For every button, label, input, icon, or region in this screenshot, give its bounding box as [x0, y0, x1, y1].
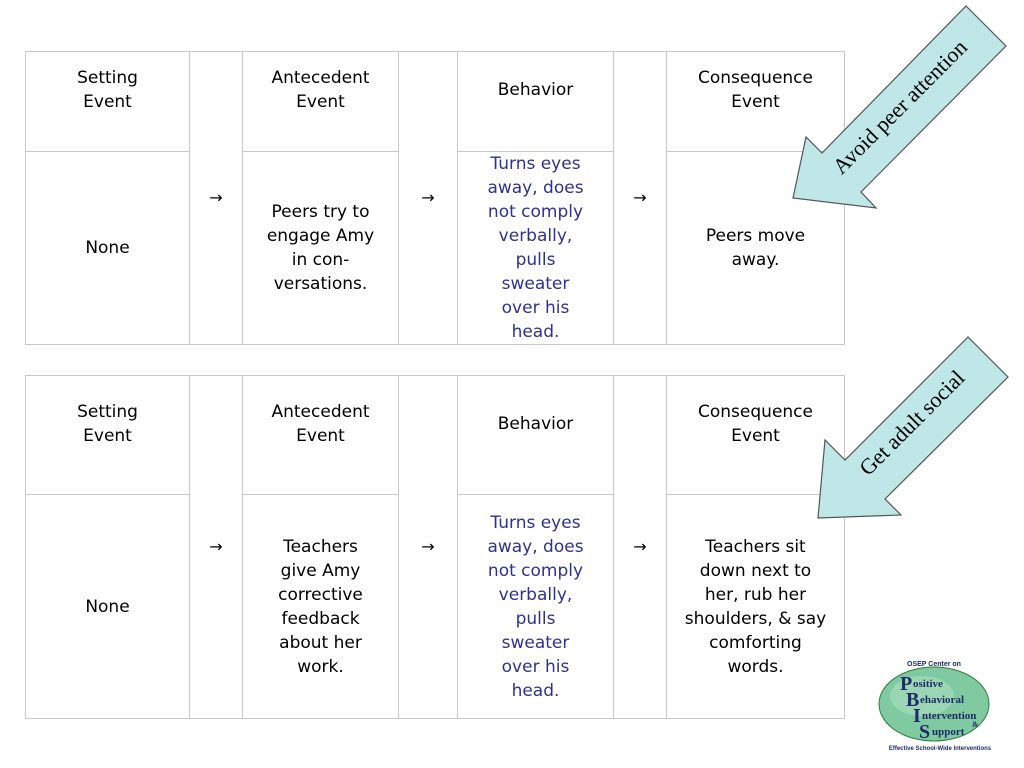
pbis-logo: OSEP Center on P ositive B ehavioral I n…	[878, 661, 992, 752]
setting-event-header: Setting Event	[25, 51, 190, 152]
callout-text-1: Avoid peer attention	[828, 34, 972, 178]
right-arrow-icon: →	[209, 537, 223, 556]
logo-ampersand: &	[972, 720, 979, 729]
callout-arrow-1	[792, 5, 1007, 209]
behavior-header: Behavior	[457, 51, 614, 152]
antecedent-event-value: Teachers give Amy corrective feedback ab…	[242, 494, 399, 719]
arrow-cell: →	[189, 51, 243, 345]
antecedent-event-header: Antecedent Event	[242, 375, 399, 495]
consequence-event-value: Teachers sit down next to her, rub her s…	[666, 494, 845, 719]
right-arrow-icon: →	[633, 537, 647, 556]
arrow-cell: →	[613, 51, 667, 345]
setting-event-header: Setting Event	[25, 375, 190, 495]
function-callout-1: Avoid peer attention	[792, 5, 1007, 209]
behavior-header: Behavior	[457, 375, 614, 495]
logo-letter-p: P	[900, 673, 912, 695]
abc-table-1: Setting Event → Antecedent Event → Behav…	[25, 51, 845, 345]
logo-letter-s: S	[919, 721, 930, 743]
logo-word-intervention: ntervention	[922, 710, 976, 722]
antecedent-event-header: Antecedent Event	[242, 51, 399, 152]
logo-bottom-text: Effective School-Wide Interventions	[889, 746, 992, 752]
consequence-event-header: Consequence Event	[666, 375, 845, 495]
function-callout-2: Get adult social	[817, 336, 1009, 519]
logo-letter-b: B	[906, 689, 919, 711]
logo-top-text: OSEP Center on	[907, 661, 961, 668]
setting-event-value: None	[25, 151, 190, 345]
logo-letter-i: I	[913, 705, 921, 727]
behavior-value: Turns eyes away, does not comply verball…	[457, 151, 614, 345]
logo-word-behavioral: ehavioral	[920, 694, 964, 706]
callout-arrow-2	[817, 336, 1009, 519]
consequence-event-header: Consequence Event	[666, 51, 845, 152]
logo-word-support: upport	[932, 726, 965, 738]
right-arrow-icon: →	[633, 188, 647, 207]
arrow-cell: →	[613, 375, 667, 719]
right-arrow-icon: →	[421, 537, 435, 556]
arrow-cell: →	[398, 51, 458, 345]
setting-event-value: None	[25, 494, 190, 719]
antecedent-event-value: Peers try to engage Amy in con-versation…	[242, 151, 399, 345]
right-arrow-icon: →	[421, 188, 435, 207]
logo-word-positive: ositive	[913, 678, 943, 690]
abc-table-2: Setting Event → Antecedent Event → Behav…	[25, 375, 845, 719]
behavior-value: Turns eyes away, does not comply verball…	[457, 494, 614, 719]
arrow-cell: →	[189, 375, 243, 719]
right-arrow-icon: →	[209, 188, 223, 207]
arrow-cell: →	[398, 375, 458, 719]
